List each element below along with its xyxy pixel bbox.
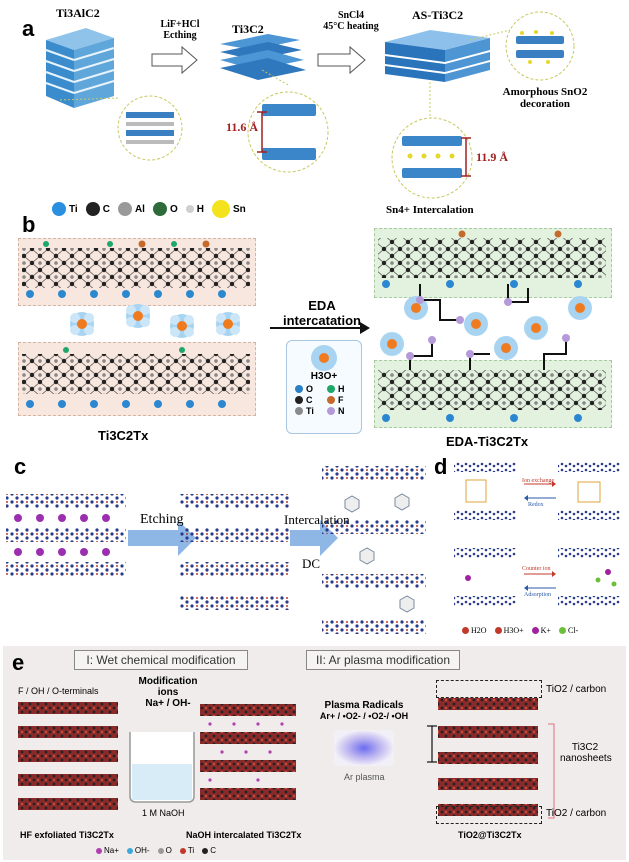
adsorption-label: Adsorption — [524, 592, 551, 598]
eda-ti3c2tx-caption: EDA-Ti3C2Tx — [446, 434, 529, 449]
legend-o-e: O — [157, 846, 172, 855]
legend-h2o: H2O — [462, 626, 487, 635]
wet-chemical-title: I: Wet chemical modification — [74, 650, 248, 670]
etching-label: Etching — [140, 512, 184, 527]
inset-legend-f: F — [327, 395, 353, 405]
spacing-11-9: 11.9 Å — [476, 150, 509, 164]
tio2-ti3c2tx-caption: TiO2@Ti3C2Tx — [458, 830, 522, 840]
tio2-bottom-label: TiO2 / carbon — [546, 808, 607, 819]
ar-plasma-title: II: Ar plasma modification — [306, 650, 460, 670]
stage-ti3c2: Ti3C2 — [232, 22, 264, 36]
naoh-beaker — [129, 732, 195, 803]
ti3alc2-cube — [45, 28, 115, 108]
tio2-stack — [427, 698, 555, 819]
tio2-top-box — [436, 680, 542, 698]
zoom-layers-1 — [126, 112, 174, 144]
legend-c: C — [85, 202, 110, 216]
inset-legend-ti: Ti — [295, 406, 321, 416]
ti3c2tx-caption: Ti3C2Tx — [98, 428, 149, 443]
tio2-top-label: TiO2 / carbon — [546, 684, 607, 695]
naoh-intercalated-caption: NaOH intercalated Ti3C2Tx — [186, 830, 302, 840]
legend-o: O — [152, 202, 178, 216]
legend-oh: OH- — [126, 846, 150, 855]
sn-intercalation-label: Sn4+ Intercalation — [386, 204, 474, 216]
inset-legend-n: N — [327, 406, 353, 416]
hf-stack — [18, 702, 118, 810]
ion-exchange-label: Ion exchange — [522, 478, 555, 484]
as-ti3c2-stack — [385, 30, 490, 82]
panel-d-label: d — [434, 454, 448, 479]
hydronium-label: H3O+ — [310, 371, 338, 382]
panel-c-label: c — [14, 454, 27, 479]
panel-d-graphic — [454, 462, 620, 606]
panel-e-graphic — [18, 698, 555, 819]
panel-e-legend: Na+ OH- O Ti C — [96, 846, 216, 855]
legend-h: H — [185, 204, 204, 215]
panel-a-graphic — [45, 11, 575, 199]
hydronium-legend-inset: H3O+ O H C F Ti N — [286, 340, 362, 434]
ti3c2-sheets — [220, 34, 306, 80]
inset-legend-h: H — [327, 384, 353, 394]
legend-sn: Sn — [211, 200, 246, 218]
panel-c-graphic — [6, 466, 426, 634]
legend-na: Na+ — [96, 846, 119, 855]
counter-ion-label: Counter ion — [522, 566, 551, 572]
panel-d-legend: H2O H3O+ K+ Cl- — [462, 626, 578, 635]
inset-legend-c: C — [295, 395, 321, 405]
intercalation-label: Intercalation — [284, 512, 350, 527]
legend-al: Al — [117, 202, 145, 216]
legend-ti-e: Ti — [179, 846, 194, 855]
ar-plasma-label: Ar plasma — [344, 772, 385, 782]
terminals-label: F / OH / O-terminals — [18, 686, 99, 696]
ar-plasma-glow — [334, 730, 394, 766]
legend-ti: Ti — [52, 202, 78, 216]
naoh-stack — [200, 704, 296, 800]
stage-as-ti3c2: AS-Ti3C2 — [412, 8, 464, 22]
panel-b-graphic — [22, 230, 606, 422]
eda-chains — [409, 284, 567, 370]
dc-label: DC — [302, 556, 321, 571]
spacing-11-6: 11.6 Å — [226, 120, 259, 134]
hydronium-icon — [311, 345, 337, 371]
hf-exfoliated-caption: HF exfoliated Ti3C2Tx — [20, 830, 114, 840]
panel-b-label: b — [22, 212, 36, 237]
legend-cl: Cl- — [558, 626, 578, 635]
legend-k: K+ — [531, 626, 551, 635]
naoh-concentration-label: 1 M NaOH — [142, 808, 185, 818]
panel-a-legend: Ti C Al O H Sn — [52, 200, 246, 218]
stage-ti3alc2: Ti3AlC2 — [56, 6, 100, 20]
panel-a-label: a — [22, 16, 35, 41]
tio2-bottom-box — [436, 806, 542, 824]
inset-legend-grid: O H C F Ti N — [287, 382, 361, 418]
inset-legend-o: O — [295, 384, 321, 394]
legend-h3o: H3O+ — [494, 626, 524, 635]
legend-c-e: C — [202, 846, 216, 855]
panel-e-label: e — [12, 650, 25, 675]
redox-label: Redox — [528, 502, 544, 508]
